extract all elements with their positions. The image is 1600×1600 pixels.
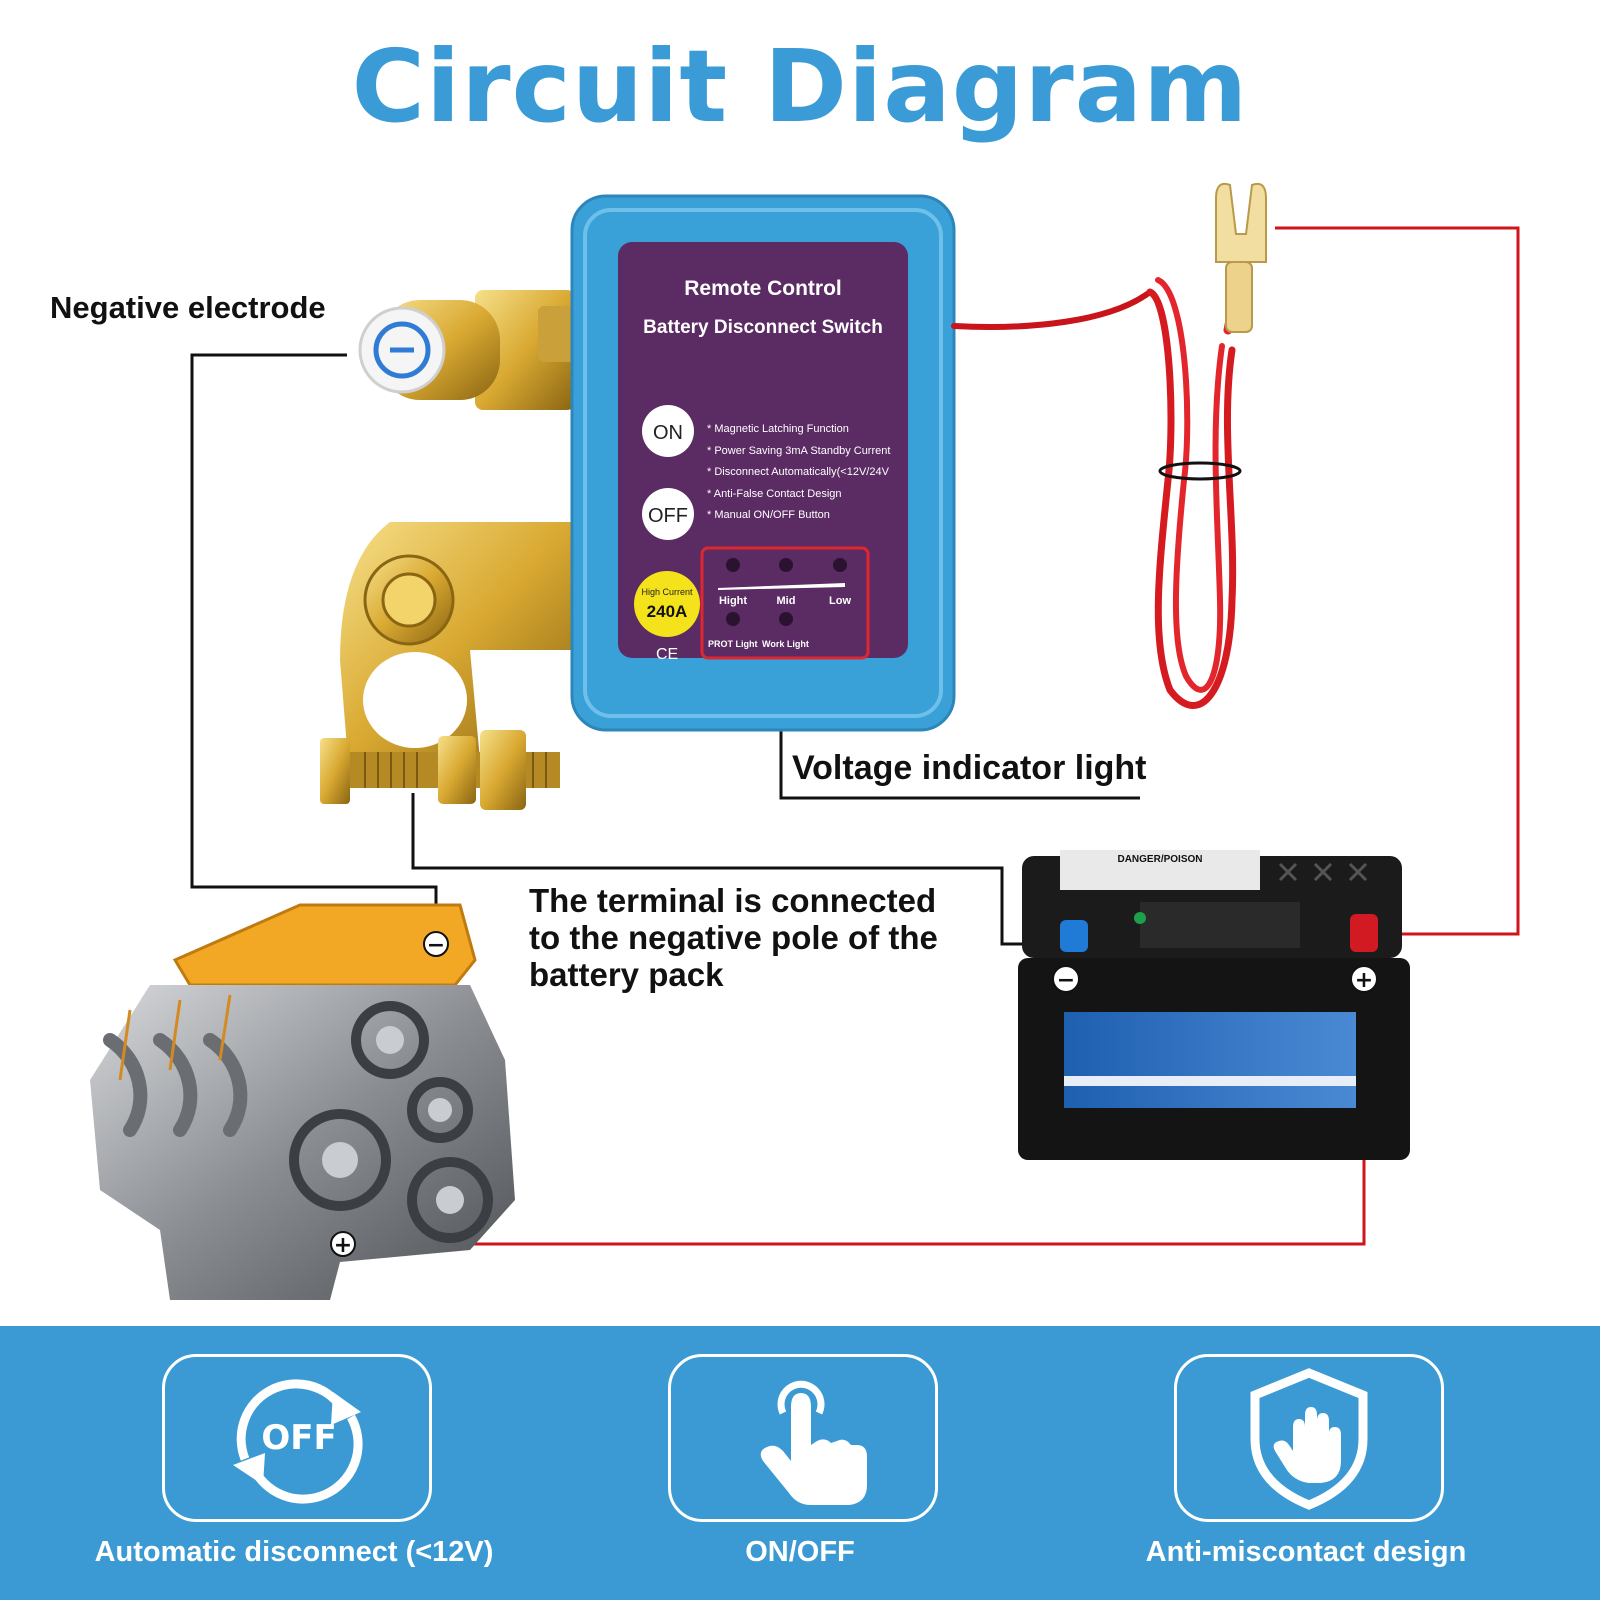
indicator-highlight-box: [700, 546, 870, 660]
wire-negative-electrode-to-engine: [190, 353, 438, 922]
page-title: Circuit Diagram: [351, 28, 1249, 145]
prot-light-label: PROT Light: [708, 639, 758, 649]
wire-fork-to-battery: [1275, 226, 1520, 936]
feature-label-auto-disconnect: Automatic disconnect (<12V): [94, 1536, 494, 1568]
device-feature-3: * Disconnect Automatically(<12V/24V: [707, 466, 890, 478]
device-off-button[interactable]: OFF: [642, 488, 694, 540]
feature-card-on-off: [668, 1354, 938, 1522]
current-badge-line2: 240A: [647, 602, 688, 621]
on-button-label: ON: [653, 422, 683, 444]
indicator-level-mid: Mid: [777, 595, 796, 607]
red-cable: [951, 245, 1245, 709]
device-title-line2: Battery Disconnect Switch: [643, 317, 883, 338]
label-terminal-connection: The terminal is connected to the negativ…: [529, 882, 938, 993]
device-feature-2: * Power Saving 3mA Standby Current: [707, 445, 890, 457]
indicator-leds: [726, 558, 847, 626]
indicator-level-high: Hight: [719, 595, 747, 607]
fork-terminal: [1215, 182, 1267, 333]
feature-card-auto-disconnect: OFF: [162, 1354, 432, 1522]
device-feature-list: * Magnetic Latching Function * Power Sav…: [707, 423, 890, 521]
features-panel: OFF Automatic disconnect (<12V) ON/OFF A…: [0, 1326, 1600, 1600]
car-battery: DANGER/POISON − +: [1018, 850, 1410, 1160]
current-badge-line1: High Current: [641, 587, 693, 597]
battery-negative-symbol: −: [1057, 968, 1075, 993]
voltage-scale-bar: [718, 583, 845, 590]
engine-positive-symbol: +: [334, 1233, 352, 1258]
device-title-line1: Remote Control: [684, 277, 842, 300]
auto-off-icon-text: OFF: [261, 1418, 336, 1458]
feature-card-anti-miscontact: [1174, 1354, 1444, 1522]
battery-positive-symbol: +: [1355, 968, 1373, 993]
feature-label-anti-miscontact: Anti-miscontact design: [1145, 1536, 1467, 1568]
engine-negative-symbol: −: [427, 933, 445, 958]
label-terminal-line1: The terminal is connected: [529, 882, 937, 919]
work-light-label: Work Light: [762, 639, 809, 649]
device-feature-5: * Manual ON/OFF Button: [707, 509, 830, 521]
label-terminal-line2: to the negative pole of the: [529, 919, 938, 956]
remote-control-device: Remote Control Battery Disconnect Switch…: [570, 194, 956, 732]
device-on-button[interactable]: ON: [642, 405, 694, 457]
device-feature-1: * Magnetic Latching Function: [707, 423, 849, 435]
shield-hand-icon: [1250, 1368, 1368, 1510]
off-button-label: OFF: [648, 505, 688, 527]
car-engine: − +: [90, 903, 515, 1300]
negative-terminal-clamp: [358, 290, 576, 410]
hand-tap-icon: [760, 1380, 867, 1505]
indicator-level-low: Low: [829, 595, 851, 607]
circuit-diagram: Remote Control Battery Disconnect Switch…: [90, 182, 1520, 1300]
label-negative-electrode: Negative electrode: [50, 290, 326, 325]
battery-danger-label: DANGER/POISON: [1117, 854, 1202, 865]
battery-terminal-clamp: [320, 522, 572, 810]
feature-label-on-off: ON/OFF: [745, 1536, 855, 1568]
ce-mark: CE: [656, 646, 678, 663]
label-voltage-indicator: Voltage indicator light: [792, 749, 1147, 787]
current-badge: High Current 240A: [634, 571, 700, 637]
auto-off-icon: OFF: [233, 1379, 363, 1504]
label-terminal-line3: battery pack: [529, 956, 724, 993]
device-feature-4: * Anti-False Contact Design: [707, 488, 842, 500]
